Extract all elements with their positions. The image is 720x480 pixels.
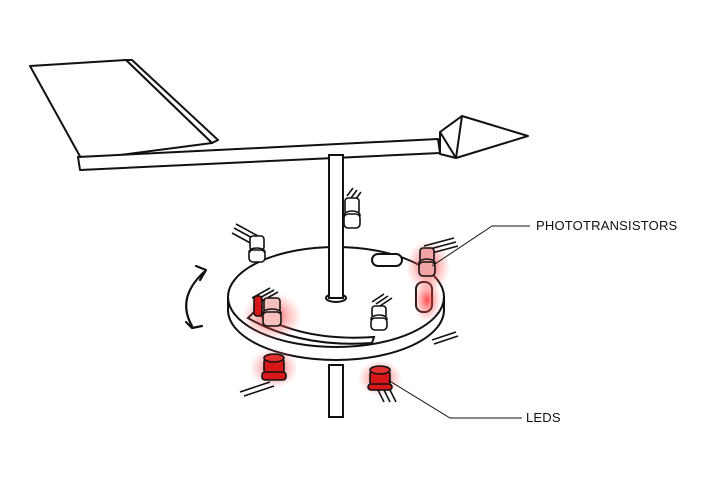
led-disc-slot [253,295,263,317]
leds-leader-line [387,379,522,419]
phototransistor-center [370,293,393,331]
leds-label: LEDS [526,410,561,425]
phototransistor-right-lower [431,331,459,345]
vane-tail-fin [29,59,219,161]
led-right [367,365,397,403]
mast-through-disc [328,154,344,299]
mast-lower [328,364,344,418]
phototransistor-left [231,223,266,263]
phototransistors-label: PHOTOTRANSISTORS [536,218,678,233]
phototransistor-right [418,237,459,277]
led-left [239,353,287,397]
phototransistor-lit-left [251,287,282,327]
phototransistor-back [343,187,362,229]
phototransistors-leader-line [431,225,530,267]
vane-arrowhead [439,115,529,159]
rotation-arrow-icon [184,264,208,330]
